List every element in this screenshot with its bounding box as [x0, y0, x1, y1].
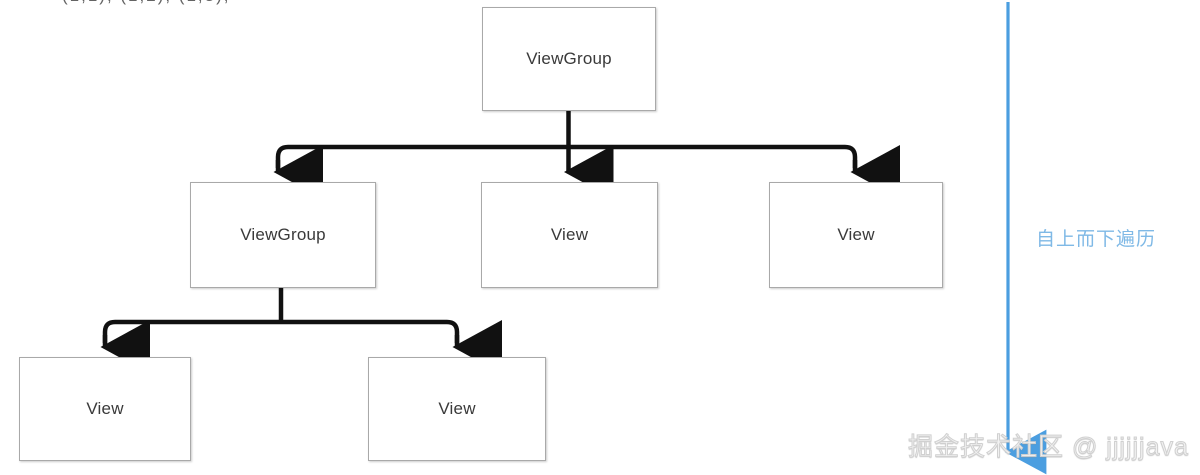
node-label: ViewGroup: [240, 225, 326, 244]
edge-group-r2c1: [102, 288, 460, 343]
node-label: View: [837, 225, 875, 244]
edge-group-root: [275, 111, 858, 168]
node-view-leaf-left[interactable]: View: [19, 357, 191, 461]
node-label: View: [550, 225, 589, 244]
edge-r2c1-bus-left-elbow: [102, 319, 116, 343]
traversal-direction-label: 自上而下遍历: [1036, 229, 1157, 250]
node-view-middle[interactable]: View: [481, 182, 658, 288]
edge-root-bus-right-elbow: [844, 144, 858, 168]
watermark-text: 掘金技术社区 @ jjjjjjava: [908, 433, 1189, 462]
node-view-right[interactable]: View: [769, 182, 943, 288]
node-label: ViewGroup: [526, 49, 612, 68]
edge-r2c1-bus-right-elbow: [446, 319, 460, 343]
edge-root-bus-left-elbow: [275, 144, 289, 168]
node-viewgroup-child[interactable]: ViewGroup: [190, 182, 376, 288]
node-viewgroup-root[interactable]: ViewGroup: [482, 7, 656, 111]
node-label: View: [438, 399, 476, 418]
clipped-top-text: (1,1), (1,2), (1,3),: [62, 0, 230, 6]
node-label: View: [86, 399, 124, 418]
node-view-leaf-right[interactable]: View: [368, 357, 546, 461]
